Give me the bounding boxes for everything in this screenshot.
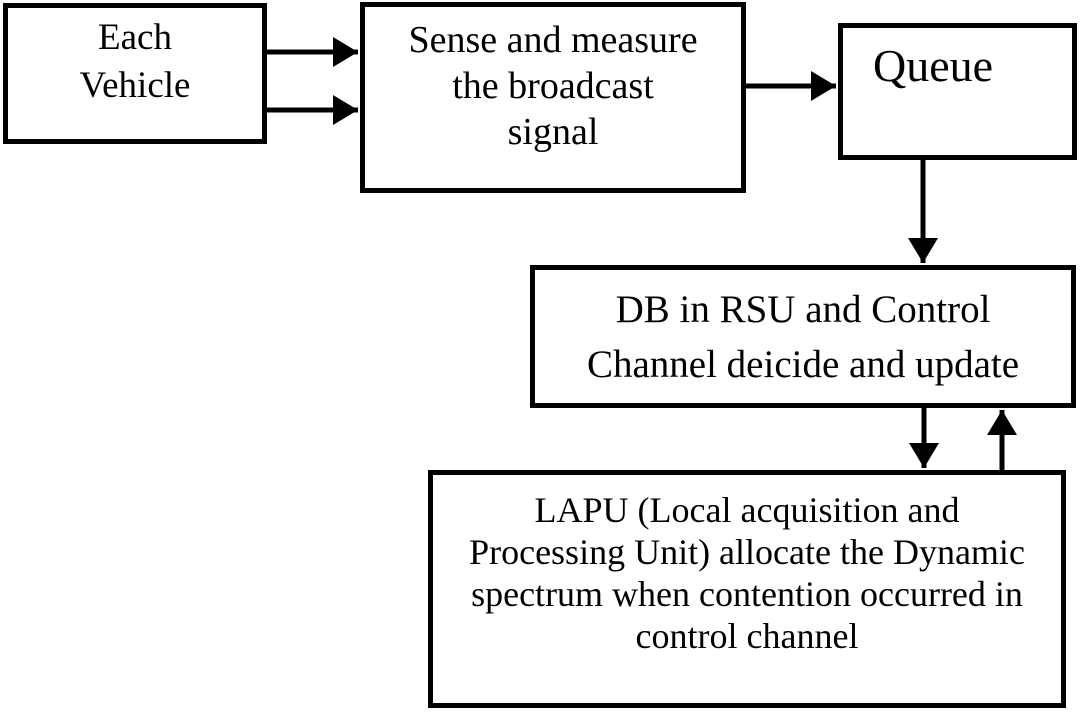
node-queue-label: Queue [873, 40, 994, 91]
node-each-vehicle-label: Each Vehicle [79, 17, 191, 106]
node-sense-and-measure-label: Sense and measure the broadcast signal [408, 19, 698, 153]
node-each-vehicle: Each Vehicle [3, 3, 267, 144]
node-lapu: LAPU (Local acquisition and Processing U… [428, 470, 1066, 708]
node-queue: Queue [838, 23, 1077, 160]
node-lapu-label: LAPU (Local acquisition and Processing U… [469, 490, 1025, 656]
node-db-in-rsu-label: DB in RSU and Control Channel deicide an… [586, 287, 1020, 386]
node-db-in-rsu: DB in RSU and Control Channel deicide an… [530, 265, 1076, 408]
node-sense-and-measure: Sense and measure the broadcast signal [360, 2, 746, 193]
